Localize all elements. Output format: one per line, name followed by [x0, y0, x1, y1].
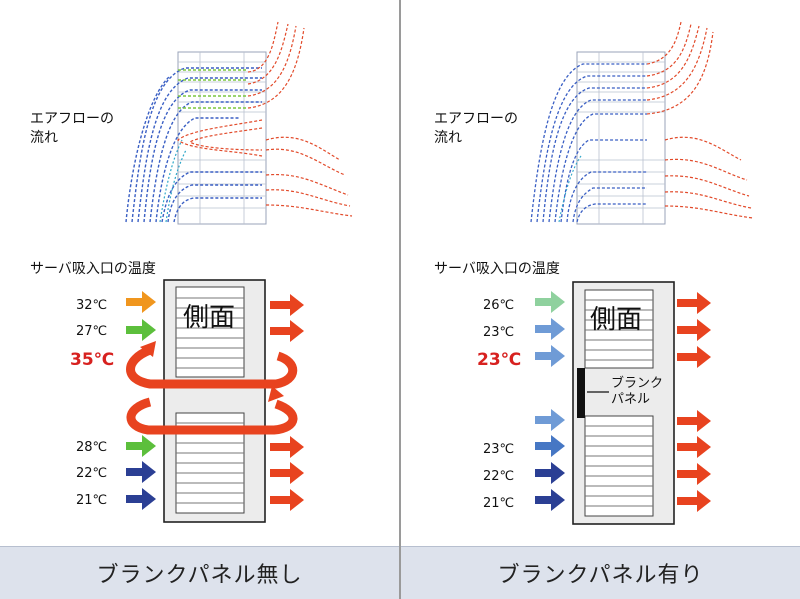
right-diagram [530, 21, 754, 525]
panel-with-blank-panel: エアフローの 流れ サーバ吸入口の温度 側面 ブランク パネル 26℃ 23℃ … [401, 0, 800, 599]
right-airflow-label: エアフローの 流れ [434, 111, 518, 146]
right-footer: ブランクパネル有り [401, 546, 800, 599]
left-diagram [125, 21, 353, 523]
temp-right-6: 21℃ [483, 496, 515, 511]
left-intake-arrows [126, 291, 156, 510]
temp-left-6: 21℃ [76, 493, 108, 508]
left-footer-title: ブランクパネル無し [96, 563, 303, 588]
right-airflow-simulation [530, 21, 754, 225]
panel-divider [399, 0, 401, 599]
temp-left-1: 32℃ [76, 298, 108, 313]
left-intake-title: サーバ吸入口の温度 [30, 261, 156, 277]
temp-left-4: 28℃ [76, 440, 108, 455]
temp-left-2: 27℃ [76, 324, 108, 339]
arrow-dark-blue [126, 461, 156, 483]
right-intake-arrows [535, 291, 565, 511]
temp-right-5: 22℃ [483, 469, 515, 484]
arrow-green [126, 435, 156, 457]
temp-right-2: 23℃ [483, 325, 515, 340]
temp-right-1: 26℃ [483, 298, 515, 313]
right-exhaust-arrows [677, 292, 711, 512]
left-airflow-simulation [125, 21, 353, 225]
left-recirculation-heads [140, 341, 284, 402]
arrow-orange [126, 291, 156, 313]
left-side-label: 側面 [183, 303, 236, 333]
left-airflow-label: エアフローの 流れ [30, 111, 114, 146]
temp-right-4: 23℃ [483, 442, 515, 457]
blank-panel-bar [577, 368, 585, 418]
left-recirculation-arrows [126, 345, 298, 435]
arrow-dark-blue [126, 488, 156, 510]
right-intake-title: サーバ吸入口の温度 [434, 261, 560, 277]
temp-right-3: 23℃ [477, 350, 522, 370]
right-rack-side [572, 281, 675, 525]
temp-left-5: 22℃ [76, 466, 108, 481]
right-side-label: 側面 [590, 305, 643, 335]
blank-panel-label: ブランク パネル [611, 376, 664, 407]
left-exhaust-arrows [270, 294, 304, 511]
left-footer: ブランクパネル無し [0, 546, 399, 599]
arrow-green [126, 319, 156, 341]
panel-without-blank-panel: エアフローの 流れ サーバ吸入口の温度 側面 32℃ 27℃ 35℃ 28℃ 2… [0, 0, 399, 599]
temp-left-3: 35℃ [70, 350, 115, 370]
right-footer-title: ブランクパネル有り [497, 563, 704, 588]
